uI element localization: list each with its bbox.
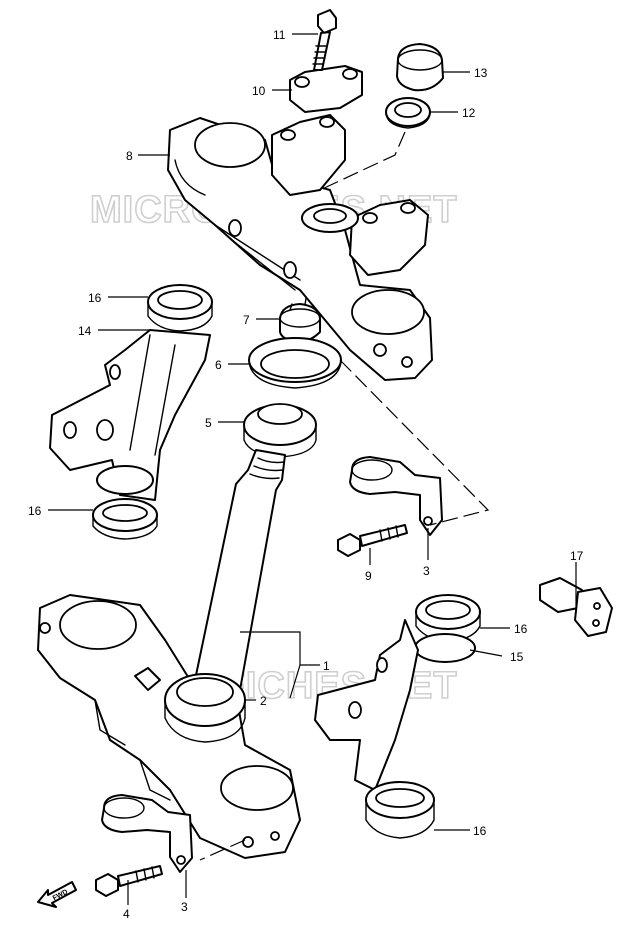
callout-11: 11 (273, 28, 286, 42)
callout-4: 4 (123, 907, 130, 921)
clamp-bolt-4 (95, 865, 163, 897)
callout-3-upper: 3 (423, 564, 430, 578)
callout-1: 1 (323, 659, 330, 673)
callout-16-top-left: 16 (88, 291, 102, 305)
callout-15: 15 (510, 650, 524, 664)
callout-7: 7 (243, 313, 250, 327)
right-cover-bracket (314, 594, 481, 839)
callout-13: 13 (474, 66, 488, 80)
washer (385, 97, 431, 129)
holder-bolt (312, 9, 337, 71)
callout-9: 9 (365, 569, 372, 583)
switch (539, 577, 613, 637)
upper-clamp (349, 456, 443, 536)
cap-nut (396, 43, 444, 92)
callout-12: 12 (462, 106, 476, 120)
forward-arrow-icon: FWD (37, 881, 77, 908)
dash-lower (199, 839, 246, 861)
bearing-seal (248, 337, 342, 389)
left-cover-bracket (49, 284, 213, 540)
callout-6: 6 (215, 358, 222, 372)
callout-5: 5 (205, 416, 212, 430)
callout-8: 8 (126, 149, 133, 163)
clamp-bolt-9 (337, 524, 408, 557)
upper-bracket (167, 114, 433, 381)
dash-washer (319, 131, 406, 191)
callout-3-lower: 3 (181, 900, 188, 914)
upper-bearing (243, 403, 317, 458)
callout-17: 17 (570, 549, 584, 563)
handlebar-holder (289, 65, 363, 113)
callout-16-mid-left: 16 (28, 504, 42, 518)
callout-16-bottom-right: 16 (473, 824, 487, 838)
dash-upper (339, 359, 490, 526)
lower-bracket (37, 449, 301, 859)
callout-10: 10 (252, 84, 266, 98)
callout-16-right: 16 (514, 622, 528, 636)
callout-2: 2 (260, 694, 267, 708)
lower-clamp (101, 794, 193, 873)
callout-14: 14 (78, 324, 92, 338)
